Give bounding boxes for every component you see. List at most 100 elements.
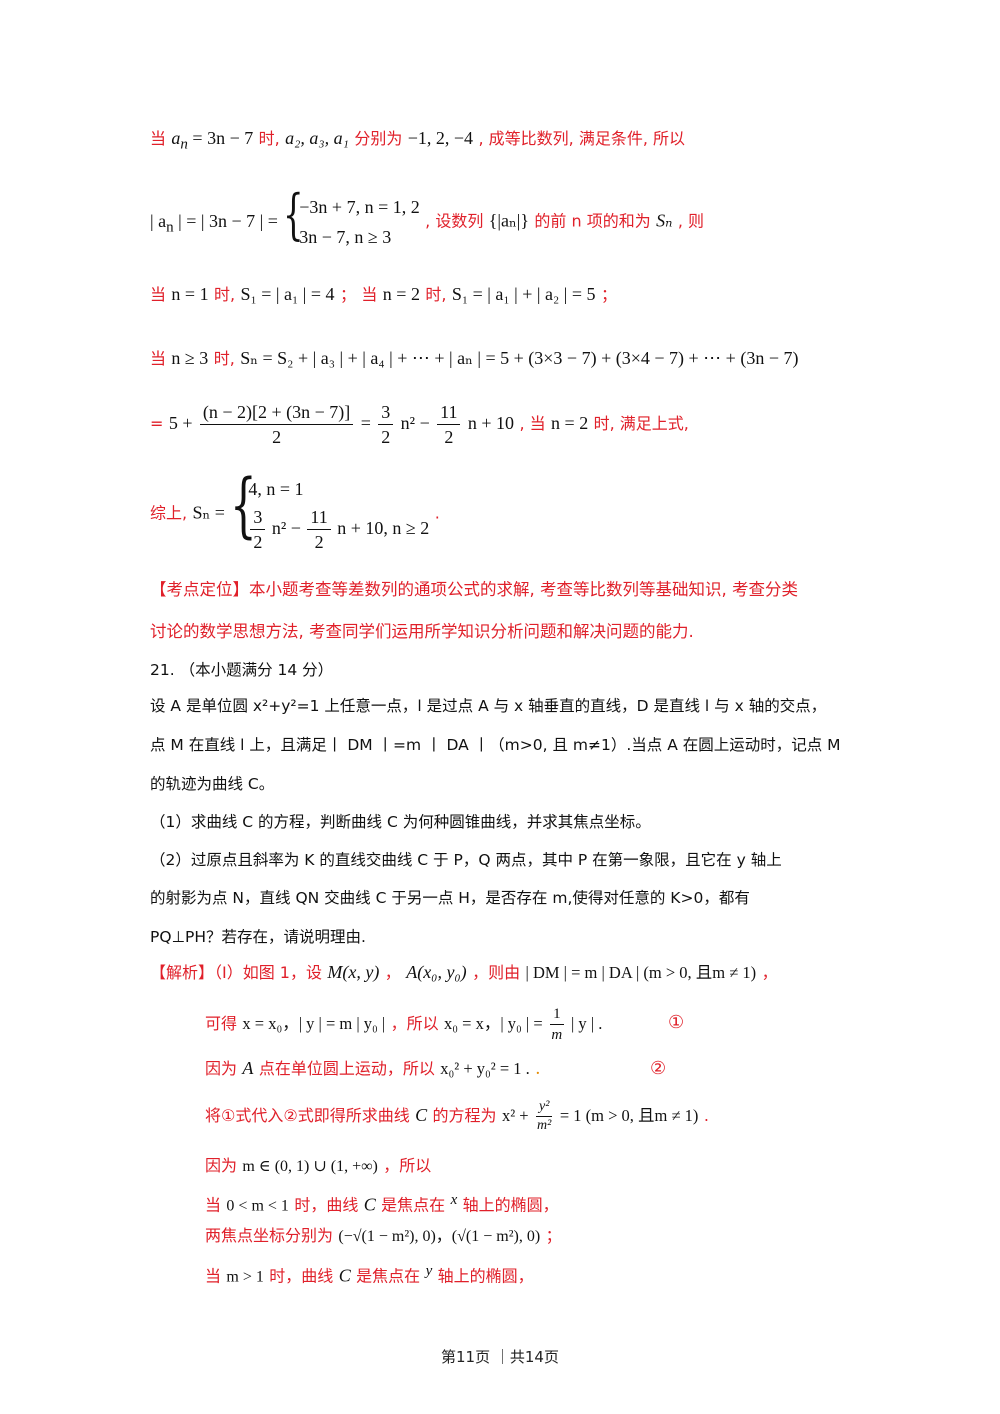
case-row: 4, n = 1 — [248, 479, 304, 499]
symbol: a — [171, 128, 181, 148]
brace-icon: { — [283, 183, 304, 246]
formula: n² − — [400, 413, 430, 433]
formula: n = 2 — [382, 284, 420, 304]
text: ； — [600, 285, 617, 304]
text: 时, — [213, 349, 235, 368]
page-footer: 第11页 ｜共14页 — [441, 1348, 559, 1366]
formula: n² − — [271, 518, 301, 538]
formula: m ∈ (0, 1) ∪ (1, +∞) — [242, 1158, 378, 1175]
text: = — [150, 414, 164, 433]
formula: a₂, a₃, a₁ — [285, 128, 349, 148]
denominator: 2 — [272, 427, 282, 447]
text: ； — [339, 285, 356, 304]
kaodian-line-2: 讨论的数学思想方法, 考查同学们运用所学知识分析问题和解决问题的能力. — [150, 622, 694, 641]
text: 可得 — [205, 1014, 238, 1033]
text: 将①式代入②式即得所求曲线 — [205, 1106, 410, 1125]
text: 当 — [205, 1266, 222, 1286]
text: 轴上的椭圆， — [437, 1266, 534, 1286]
brace-icon: { — [230, 464, 258, 546]
problem-header: 21. （本小题满分 14 分） — [150, 661, 334, 679]
text: ； — [545, 1226, 562, 1245]
formula: 0 < m < 1 — [226, 1197, 289, 1215]
text: , 成等比数列, 满足条件, 所以 — [478, 129, 685, 148]
text: 时，曲线 — [269, 1266, 334, 1286]
formula-abs-an: | an | = | 3n − 7 | = — [150, 210, 278, 236]
analysis-step-5: 当 0 < m < 1 时，曲线 C 是焦点在 x 轴上的椭圆， — [205, 1191, 559, 1216]
kaodian-line-1: 【考点定位】本小题考查等差数列的通项公式的求解, 考查等比数列等基础知识, 考查… — [150, 580, 798, 599]
solution-line-3: 当 n = 1 时, S₁ = | a₁ | = 4 ； 当 n = 2 时, … — [150, 284, 617, 306]
numerator: 3 — [378, 400, 394, 425]
analysis-step-4: 因为 m ∈ (0, 1) ∪ (1, +∞) ，所以 — [205, 1156, 431, 1176]
formula: −1, 2, −4 — [407, 128, 474, 148]
text: ，所以 — [390, 1014, 439, 1033]
formula: n = 1 — [171, 284, 209, 304]
numerator: 11 — [437, 400, 461, 425]
text: 时, 满足上式, — [593, 414, 689, 433]
analysis-step-7: 当 m > 1 时，曲线 C 是焦点在 y 轴上的椭圆， — [205, 1262, 534, 1287]
text: 当 — [150, 285, 167, 304]
question-2-line-3: PQ⊥PH？若存在，请说明理由. — [150, 928, 366, 946]
question-1: （1）求曲线 C 的方程，判断曲线 C 为何种圆锥曲线，并求其焦点坐标。 — [150, 813, 651, 831]
formula: A — [242, 1058, 254, 1078]
analysis-step-2: 因为 A 点在单位圆上运动，所以 x₀² + y₀² = 1 . . — [205, 1058, 541, 1080]
formula: C — [363, 1194, 376, 1215]
formula-rest: | = | 3n − 7 | = — [173, 210, 278, 231]
numerator: (n − 2)[2 + (3n − 7)] — [199, 400, 354, 425]
text: 点在单位圆上运动，所以 — [258, 1059, 435, 1078]
formula: x₀ = x，| y₀ | = — [444, 1014, 543, 1033]
text: ， — [384, 963, 401, 982]
fraction: (n − 2)[2 + (3n − 7)]2 — [199, 400, 354, 449]
numerator: 3 — [250, 505, 266, 531]
numerator: 11 — [307, 505, 331, 531]
circle-one-marker: ① — [668, 1012, 685, 1033]
denominator: m — [551, 1027, 563, 1043]
case-row: −3n + 7, n = 1, 2 — [299, 197, 420, 217]
formula: S₁ = | a₁ | = 4 — [240, 284, 335, 304]
analysis-line-1: 【解析】（Ⅰ）如图 1，设 M(x, y) ， A(x₀, y₀) ，则由 | … — [150, 962, 778, 984]
problem-text-3: 的轨迹为曲线 C。 — [150, 775, 275, 793]
text: 是焦点在 — [356, 1266, 421, 1286]
formula: | y | . — [570, 1014, 603, 1033]
text: 因为 — [205, 1059, 238, 1078]
formula: n + 10, n ≥ 2 — [337, 518, 430, 538]
text: ，所以 — [383, 1156, 432, 1175]
denominator: m² — [537, 1118, 552, 1133]
subscript: n — [180, 136, 188, 153]
analysis-label: 【解析】（Ⅰ）如图 1，设 — [150, 963, 322, 982]
text: . — [434, 503, 440, 523]
formula: C — [338, 1265, 351, 1286]
formula: A(x₀, y₀) — [406, 962, 467, 982]
formula: m > 1 — [226, 1268, 264, 1286]
formula: | DM | = m | DA | (m > 0, 且m ≠ 1) — [525, 963, 757, 982]
formula: n = 2 — [551, 413, 589, 433]
solution-line-1: 当 an = 3n − 7 时, a₂, a₃, a₁ 分别为 −1, 2, −… — [150, 128, 685, 154]
numerator: y² — [536, 1098, 553, 1117]
text: 分别为 — [354, 129, 403, 148]
text: 的前 n 项的和为 — [534, 211, 651, 231]
text: 时，曲线 — [294, 1195, 359, 1215]
formula: x — [450, 1192, 458, 1208]
text: 的方程为 — [432, 1106, 497, 1125]
problem-text-1: 设 A 是单位圆 x²+y²=1 上任意一点，l 是过点 A 与 x 轴垂直的直… — [150, 697, 827, 715]
text: 两焦点坐标分别为 — [205, 1226, 334, 1245]
analysis-step-6: 两焦点坐标分别为 (−√(1 − m²), 0)，(√(1 − m²), 0) … — [205, 1226, 562, 1246]
text: 当 — [150, 129, 167, 148]
formula: 5 + — [168, 413, 193, 433]
denominator: 2 — [444, 427, 454, 447]
text: 是焦点在 — [381, 1195, 446, 1215]
denominator: 2 — [253, 532, 263, 553]
text: , 当 — [519, 414, 546, 433]
formula: = 1 (m > 0, 且m ≠ 1) — [559, 1106, 699, 1125]
circle-two-marker: ② — [650, 1058, 667, 1079]
problem-text-2: 点 M 在直线 l 上，且满足丨 DM 丨=m 丨 DA 丨（m>0, 且 m≠… — [150, 736, 841, 754]
formula: Sₙ = S₂ + | a₃ | + | a₄ | + ⋯ + | aₙ | =… — [240, 348, 799, 368]
